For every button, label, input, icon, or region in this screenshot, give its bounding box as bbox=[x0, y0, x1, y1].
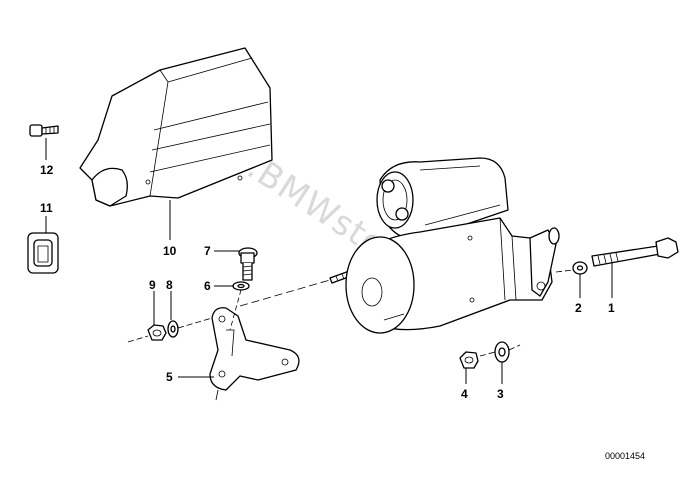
washer-part-2[interactable] bbox=[572, 261, 588, 275]
leader-lines bbox=[45, 138, 613, 384]
callout-10: 10 bbox=[163, 244, 177, 258]
callout-9: 9 bbox=[149, 278, 156, 292]
callout-8: 8 bbox=[166, 278, 173, 292]
nut-part-9[interactable] bbox=[147, 324, 167, 341]
callout-2: 2 bbox=[575, 301, 582, 315]
callout-5: 5 bbox=[166, 370, 173, 384]
reference-number: 00001454 bbox=[605, 451, 645, 461]
callout-6: 6 bbox=[204, 279, 211, 293]
grommet-part-11[interactable] bbox=[27, 232, 59, 274]
nut-part-4[interactable] bbox=[459, 351, 479, 369]
callout-1: 1 bbox=[608, 301, 615, 315]
heat-shield-part[interactable] bbox=[79, 47, 273, 207]
bolt-part-1[interactable] bbox=[591, 237, 679, 267]
washer-part-6[interactable] bbox=[232, 281, 250, 291]
callout-11: 11 bbox=[40, 201, 53, 215]
bolt-part-7[interactable] bbox=[238, 247, 258, 281]
callout-7: 7 bbox=[204, 244, 211, 258]
callout-3: 3 bbox=[497, 387, 504, 401]
washer-part-8[interactable] bbox=[167, 320, 179, 338]
washer-part-3[interactable] bbox=[494, 341, 510, 363]
callout-4: 4 bbox=[461, 387, 468, 401]
callout-12: 12 bbox=[40, 163, 54, 177]
bolt-part-12[interactable] bbox=[29, 124, 59, 137]
starter-motor-part[interactable] bbox=[345, 157, 560, 334]
bracket-part-5[interactable] bbox=[209, 307, 300, 401]
